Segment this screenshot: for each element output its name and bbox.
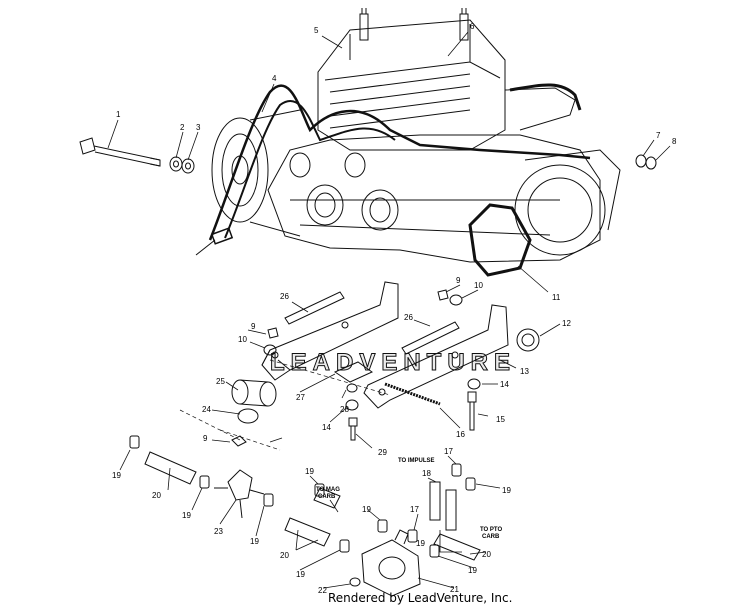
bolt-1 <box>79 137 161 167</box>
callout-16: 16 <box>456 430 465 439</box>
callout-13: 13 <box>520 367 529 376</box>
callout-8: 8 <box>672 137 677 146</box>
callout-5: 5 <box>314 26 319 35</box>
engine-assembly <box>195 8 621 277</box>
callout-20-a: 20 <box>152 491 161 500</box>
watermark-text: LEADVENTURE <box>270 349 516 376</box>
callout-25: 25 <box>216 377 225 386</box>
callout-23: 23 <box>214 527 223 536</box>
callout-1: 1 <box>116 110 121 119</box>
callout-19-i: 19 <box>416 539 425 548</box>
callout-26-left: 26 <box>280 292 289 301</box>
washer-3 <box>181 158 195 174</box>
bumper-12 <box>516 328 540 352</box>
washer-24 <box>237 408 259 424</box>
callout-17-top: 17 <box>444 447 453 456</box>
callout-22: 22 <box>318 586 327 595</box>
engine-mount-left <box>261 281 399 381</box>
callout-21: 21 <box>450 585 459 594</box>
callout-6: 6 <box>470 22 475 31</box>
note-to-pto-carb-line1: TO PTO <box>480 527 502 533</box>
callout-18: 18 <box>422 469 431 478</box>
washer-2 <box>169 156 183 172</box>
callout-12: 12 <box>562 319 571 328</box>
callout-19-f: 19 <box>296 570 305 579</box>
damper-25 <box>231 379 277 407</box>
engine-mount-right <box>363 304 509 409</box>
callout-17-bottom: 17 <box>410 505 419 514</box>
callout-15: 15 <box>496 415 505 424</box>
callout-4: 4 <box>272 74 277 83</box>
callout-28: 28 <box>340 405 349 414</box>
callout-19-g: 19 <box>502 486 511 495</box>
callout-20-b: 20 <box>280 551 289 560</box>
callout-10-left: 10 <box>238 335 247 344</box>
callout-26-right: 26 <box>404 313 413 322</box>
callout-2: 2 <box>180 123 185 132</box>
callout-9-upper: 9 <box>456 276 461 285</box>
callout-19-a: 19 <box>112 471 121 480</box>
washer-10-upper <box>449 294 463 306</box>
washer-8 <box>645 156 657 170</box>
callout-10-upper: 10 <box>474 281 483 290</box>
callout-19-h: 19 <box>468 566 477 575</box>
callout-9-lower: 9 <box>203 434 208 443</box>
credit-text: Rendered by LeadVenture, Inc. <box>328 591 512 605</box>
fuel-system <box>129 435 481 597</box>
note-to-pto-carb-line2: CARB <box>482 534 500 540</box>
callout-7: 7 <box>656 131 661 140</box>
callout-29: 29 <box>378 448 387 457</box>
note-to-mag-carb-line1: TO MAG <box>316 487 340 493</box>
callout-24: 24 <box>202 405 211 414</box>
plate-27 <box>333 361 373 383</box>
callout-19-b: 19 <box>182 511 191 520</box>
callout-11: 11 <box>552 293 561 302</box>
callout-20-c: 20 <box>482 550 491 559</box>
callout-3: 3 <box>196 123 201 132</box>
callout-19-d: 19 <box>305 467 314 476</box>
nut-9-upper <box>437 289 449 301</box>
callout-14-right: 14 <box>500 380 509 389</box>
callout-14-left: 14 <box>322 423 331 432</box>
callout-19-e: 19 <box>362 505 371 514</box>
leader-lines <box>107 31 671 589</box>
washer-7 <box>635 154 647 168</box>
note-to-impulse: TO IMPULSE <box>398 458 435 464</box>
callout-27: 27 <box>296 393 305 402</box>
callout-19-c: 19 <box>250 537 259 546</box>
callout-9-left: 9 <box>251 322 256 331</box>
callout-labels: 1 2 3 4 5 6 7 8 9 10 11 12 13 14 15 16 1… <box>112 22 677 605</box>
alignment-lines <box>179 359 391 451</box>
note-to-mag-carb-line2: CARB <box>318 494 336 500</box>
